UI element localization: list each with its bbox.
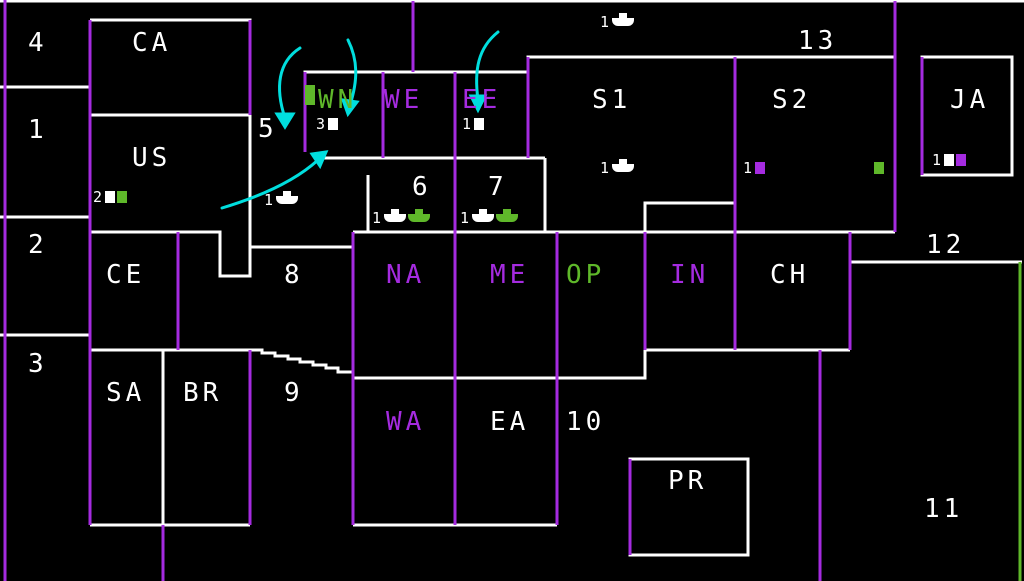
sea-zone-12[interactable]: 12 xyxy=(926,230,966,260)
territory-S2[interactable]: S2 xyxy=(772,85,812,115)
unit-stack-S1[interactable]: 1 xyxy=(600,159,635,177)
territory-IN[interactable]: IN xyxy=(670,260,710,290)
army-icon xyxy=(474,118,485,130)
sea-zone-11[interactable]: 11 xyxy=(924,494,964,524)
sea-zone-6[interactable]: 6 xyxy=(412,172,432,202)
ship-icon xyxy=(472,209,495,222)
army-icon xyxy=(944,154,955,166)
army-icon xyxy=(755,162,766,174)
move-arrow-4 xyxy=(220,158,320,210)
ship-icon xyxy=(408,209,431,222)
unit-stack-5[interactable]: 1 xyxy=(264,191,299,209)
move-arrow-1 xyxy=(278,46,302,120)
sea-zone-13[interactable]: 13 xyxy=(798,26,838,56)
territory-EE[interactable]: EE xyxy=(462,85,502,115)
territory-JA[interactable]: JA xyxy=(950,85,990,115)
unit-stack-EE[interactable]: 1 xyxy=(462,115,485,133)
territory-BR[interactable]: BR xyxy=(183,378,223,408)
sea-zone-4[interactable]: 4 xyxy=(28,28,48,58)
sea-zone-9[interactable]: 9 xyxy=(284,378,304,408)
move-arrow-2 xyxy=(346,38,358,107)
territory-NA[interactable]: NA xyxy=(386,260,426,290)
sea-zone-3[interactable]: 3 xyxy=(28,349,48,379)
unit-count: 1 xyxy=(932,151,943,169)
territory-CE[interactable]: CE xyxy=(106,260,146,290)
sea-zone-1[interactable]: 1 xyxy=(28,115,48,145)
territory-S1[interactable]: S1 xyxy=(592,85,632,115)
sea-zone-5[interactable]: 5 xyxy=(258,114,278,144)
unit-stack-WN[interactable]: 3 xyxy=(316,115,339,133)
territory-PR[interactable]: PR xyxy=(668,466,708,496)
ship-icon xyxy=(496,209,519,222)
army-icon xyxy=(328,118,339,130)
army-icon xyxy=(105,191,116,203)
unit-count: 1 xyxy=(462,115,473,133)
unit-count: 2 xyxy=(93,188,104,206)
territory-ME[interactable]: ME xyxy=(490,260,530,290)
unit-stack-S2-left[interactable]: 1 xyxy=(743,159,766,177)
army-icon xyxy=(956,154,967,166)
army-icon xyxy=(874,162,884,174)
unit-count: 1 xyxy=(460,209,471,227)
unit-stack-6[interactable]: 1 xyxy=(372,209,431,227)
territory-EA[interactable]: EA xyxy=(490,407,530,437)
territory-OP[interactable]: OP xyxy=(566,260,606,290)
sea-zone-8[interactable]: 8 xyxy=(284,260,304,290)
ship-icon xyxy=(612,13,635,26)
unit-count: 1 xyxy=(372,209,383,227)
army-icon xyxy=(117,191,128,203)
sea-zone-7[interactable]: 7 xyxy=(488,172,508,202)
unit-count: 1 xyxy=(600,13,611,31)
unit-count: 1 xyxy=(743,159,754,177)
territory-CH[interactable]: CH xyxy=(770,260,810,290)
unit-count: 3 xyxy=(316,115,327,133)
ship-icon xyxy=(276,191,299,204)
unit-stack-13[interactable]: 1 xyxy=(600,13,635,31)
sea-zone-10[interactable]: 10 xyxy=(566,407,606,437)
unit-stack-JA[interactable]: 1 xyxy=(932,151,967,169)
unit-stack-US[interactable]: 2 xyxy=(93,188,128,206)
territory-WA[interactable]: WA xyxy=(386,407,426,437)
ship-icon xyxy=(384,209,407,222)
unit-stack-7[interactable]: 1 xyxy=(460,209,519,227)
move-arrow-3 xyxy=(475,30,500,102)
territory-SA[interactable]: SA xyxy=(106,378,146,408)
unit-count: 1 xyxy=(600,159,611,177)
territory-US[interactable]: US xyxy=(132,143,172,173)
territory-CA[interactable]: CA xyxy=(132,28,172,58)
sea-zone-2[interactable]: 2 xyxy=(28,230,48,260)
unit-stack-S2-right[interactable] xyxy=(874,160,884,176)
unit-count: 1 xyxy=(264,191,275,209)
territory-WN[interactable]: WN xyxy=(318,85,358,115)
ship-icon xyxy=(612,159,635,172)
territory-WE[interactable]: WE xyxy=(384,85,424,115)
